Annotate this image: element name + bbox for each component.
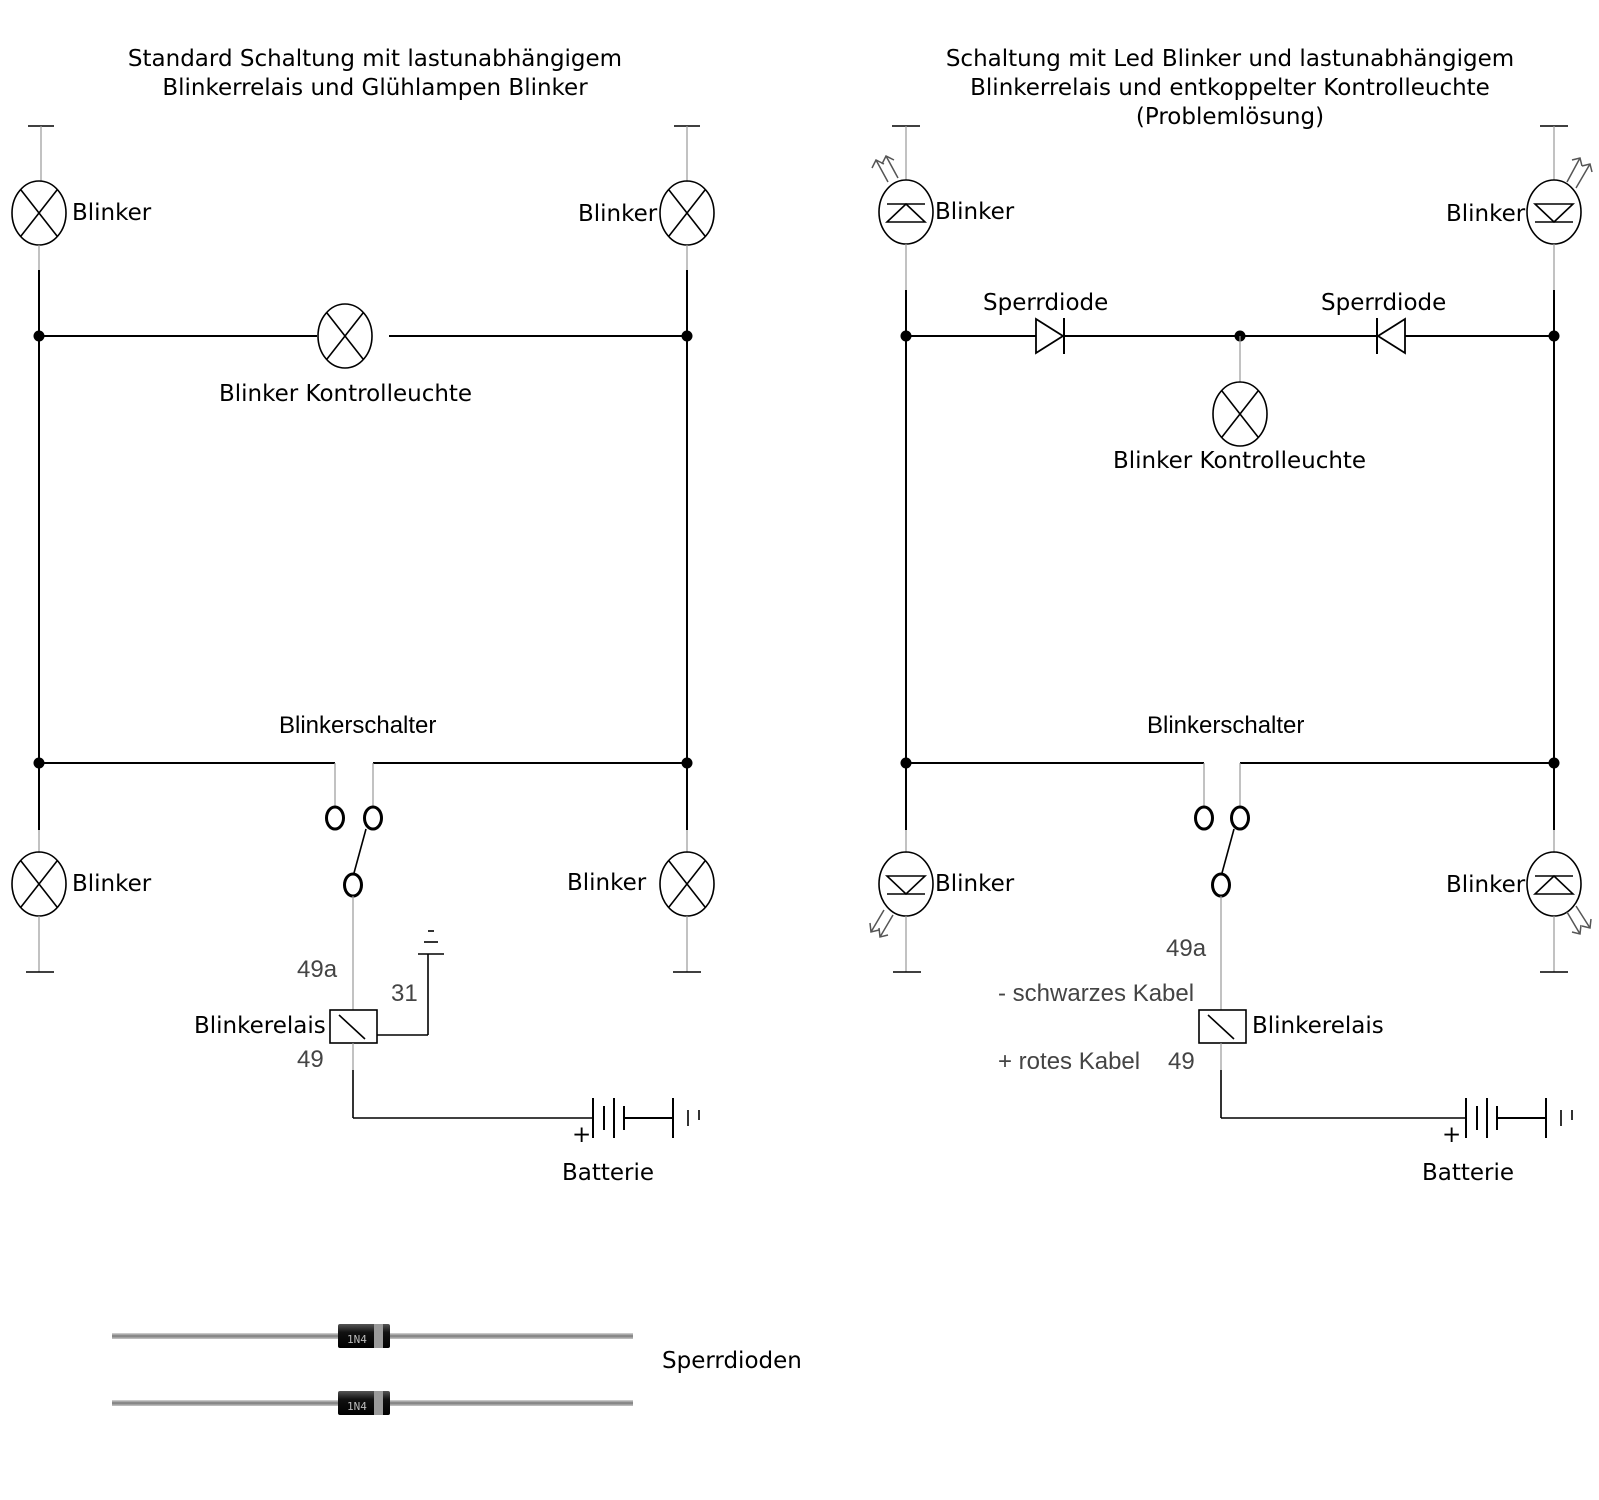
left-terminal-49: 49 (297, 1046, 324, 1073)
right-blinker-top-left-label: Blinker (935, 199, 1015, 225)
left-blinker-top-right (659, 125, 715, 272)
right-diode-left-label: Sperrdiode (983, 290, 1108, 316)
right-control-lamp-label: Blinker Kontrolleuchte (1113, 448, 1366, 474)
right-relay-label: Blinkerelais (1252, 1013, 1384, 1039)
right-title-line3: (Problemlösung) (1136, 104, 1324, 130)
right-blinker-top-right-label: Blinker (1446, 201, 1526, 227)
lamp-icon (317, 303, 373, 369)
right-switch (1194, 805, 1250, 898)
left-relay-label: Blinkerelais (194, 1013, 326, 1039)
right-battery-label: Batterie (1422, 1160, 1514, 1186)
right-battery (1465, 1098, 1573, 1138)
left-blinker-bottom-left (11, 830, 67, 973)
right-diode-right (1376, 317, 1406, 355)
left-ground-symbol (377, 930, 444, 1036)
led-icon (878, 851, 934, 917)
led-icon (878, 179, 934, 245)
right-red-cable: + rotes Kabel (998, 1048, 1140, 1075)
diode-1: 1N4 (112, 1324, 633, 1348)
right-title-line1: Schaltung mit Led Blinker und lastunabhä… (946, 46, 1514, 72)
left-terminal-49a: 49a (297, 956, 338, 983)
diode-photo-label: Sperrdioden (662, 1348, 802, 1374)
right-led-bottom-left (869, 830, 934, 973)
right-circuit: Schaltung mit Led Blinker und lastunabhä… (869, 46, 1593, 1186)
left-blinker-bottom-left-label: Blinker (72, 871, 152, 897)
left-blinker-top-right-label: Blinker (578, 201, 658, 227)
left-switch (325, 805, 383, 898)
left-title-line1: Standard Schaltung mit lastunabhängigem (128, 46, 622, 72)
left-control-lamp (317, 303, 373, 369)
lamp-icon (1212, 381, 1268, 447)
right-terminal-49: 49 (1168, 1048, 1195, 1075)
svg-text:1N4: 1N4 (347, 1333, 367, 1346)
left-control-lamp-label: Blinker Kontrolleuchte (219, 381, 472, 407)
right-led-top-right (1526, 125, 1593, 290)
left-terminal-31: 31 (391, 980, 418, 1007)
right-led-top-left (871, 125, 934, 290)
right-title-line2: Blinkerrelais und entkoppelter Kontrolle… (970, 75, 1490, 101)
left-blinker-top-left (11, 125, 67, 272)
left-battery-plus: + (572, 1122, 591, 1148)
relay-icon (1198, 1009, 1247, 1044)
right-black-cable: - schwarzes Kabel (998, 980, 1194, 1007)
right-led-bottom-right (1526, 830, 1592, 973)
right-terminal-49a: 49a (1166, 935, 1207, 962)
left-relay (329, 1009, 378, 1044)
right-switch-label: Blinkerschalter (1147, 712, 1304, 739)
diode-photo: 1N4 1N4 Sperrdioden (112, 1324, 802, 1415)
right-battery-plus: + (1442, 1122, 1461, 1148)
diode-icon (1376, 317, 1406, 355)
right-diode-right-label: Sperrdiode (1321, 290, 1446, 316)
left-blinker-top-left-label: Blinker (72, 200, 152, 226)
relay-icon (329, 1009, 378, 1044)
left-battery-label: Batterie (562, 1160, 654, 1186)
left-blinker-bottom-right (659, 830, 715, 973)
led-icon (1526, 851, 1582, 917)
svg-text:1N4: 1N4 (347, 1400, 367, 1413)
led-icon (1526, 179, 1582, 245)
right-diode-left (1035, 317, 1065, 355)
left-circuit: Standard Schaltung mit lastunabhängigem … (11, 46, 715, 1186)
right-blinker-bottom-right-label: Blinker (1446, 872, 1526, 898)
left-title-line2: Blinkerrelais und Glühlampen Blinker (162, 75, 588, 101)
diode-icon (1035, 317, 1065, 355)
right-blinker-bottom-left-label: Blinker (935, 871, 1015, 897)
left-switch-label: Blinkerschalter (279, 712, 436, 739)
right-relay (1198, 1009, 1247, 1044)
diode-2: 1N4 (112, 1391, 633, 1415)
right-control-lamp (1212, 381, 1268, 447)
left-blinker-bottom-right-label: Blinker (567, 870, 647, 896)
left-battery (592, 1098, 700, 1138)
